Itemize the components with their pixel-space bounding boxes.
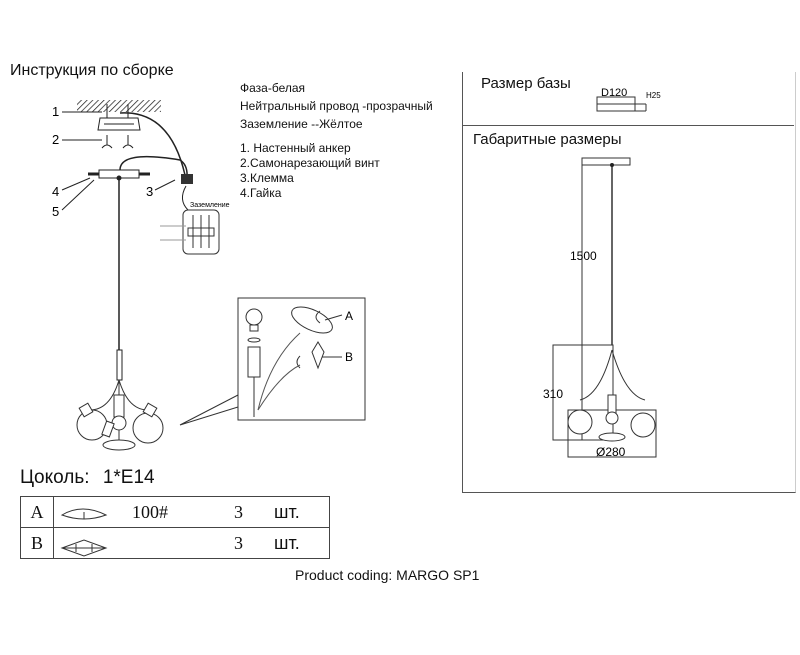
wiring-neutral: Нейтральный провод -прозрачный (240, 99, 433, 113)
cable-length-dimension: 1500 (570, 249, 597, 263)
table-row: A 100# 3 шт. (20, 496, 330, 528)
terminal-detail-icon (160, 209, 220, 255)
dimensions-panel (462, 72, 796, 493)
component-code: 100# (132, 502, 168, 522)
terminal-ground-label: Заземление (190, 202, 230, 209)
callout-5: 5 (52, 204, 59, 219)
socket-value: 1*E14 (102, 467, 155, 488)
component-qty: 3 (234, 533, 243, 553)
parts-list-item: 4.Гайка (240, 186, 282, 200)
component-letter: B (20, 527, 54, 559)
parts-list-item: 3.Клемма (240, 171, 294, 185)
base-diameter: D120 (601, 87, 627, 99)
diameter-dimension: Ø280 (596, 445, 626, 459)
detail-box (237, 297, 366, 421)
detail-pointer (179, 394, 239, 426)
shade-detail-icon (291, 306, 343, 370)
base-height: H25 (646, 91, 661, 100)
parts-list-item: 2.Самонарезающий винт (240, 156, 380, 170)
page-title: Инструкция по сборке (10, 62, 174, 79)
component-unit: шт. (274, 533, 300, 553)
base-size-label: Размер базы (481, 75, 571, 92)
body-height-dimension: 310 (543, 387, 563, 401)
screw-icon (101, 135, 134, 149)
parts-list-item: 1. Настенный анкер (240, 141, 351, 155)
socket-label: Цоколь: (20, 467, 90, 488)
component-qty: 3 (234, 502, 243, 522)
table-row: B 3 шт. (20, 527, 330, 559)
detail-label-b: B (345, 350, 353, 364)
callout-1: 1 (52, 104, 59, 119)
overall-dimensions-drawing (552, 157, 657, 458)
callout-4: 4 (52, 184, 59, 199)
ceiling-hatch (77, 100, 161, 112)
wiring-ground: Заземление --Жёлтое (240, 117, 363, 131)
pendant-lamp-icon (76, 379, 164, 451)
wall-anchor-icon (106, 104, 129, 118)
callout-2: 2 (52, 132, 59, 147)
callout-3: 3 (146, 184, 153, 199)
terminal-block-icon (181, 174, 193, 184)
component-unit: шт. (274, 502, 300, 522)
wiring-phase: Фаза-белая (240, 81, 306, 95)
product-coding: Product coding: MARGO SP1 (295, 567, 480, 583)
components-table: A 100# 3 шт. B 3 шт. (20, 496, 330, 559)
callout-lines (61, 111, 176, 211)
mounting-plate-icon (97, 117, 141, 131)
detail-label-a: A (345, 309, 353, 323)
socket-type: Цоколь: 1*E14 (20, 467, 155, 489)
bulb-icon (245, 308, 263, 417)
overall-dimensions-label: Габаритные размеры (473, 131, 622, 148)
panel-divider (462, 125, 794, 126)
base-size-drawing (596, 96, 647, 112)
component-letter: A (20, 496, 54, 528)
